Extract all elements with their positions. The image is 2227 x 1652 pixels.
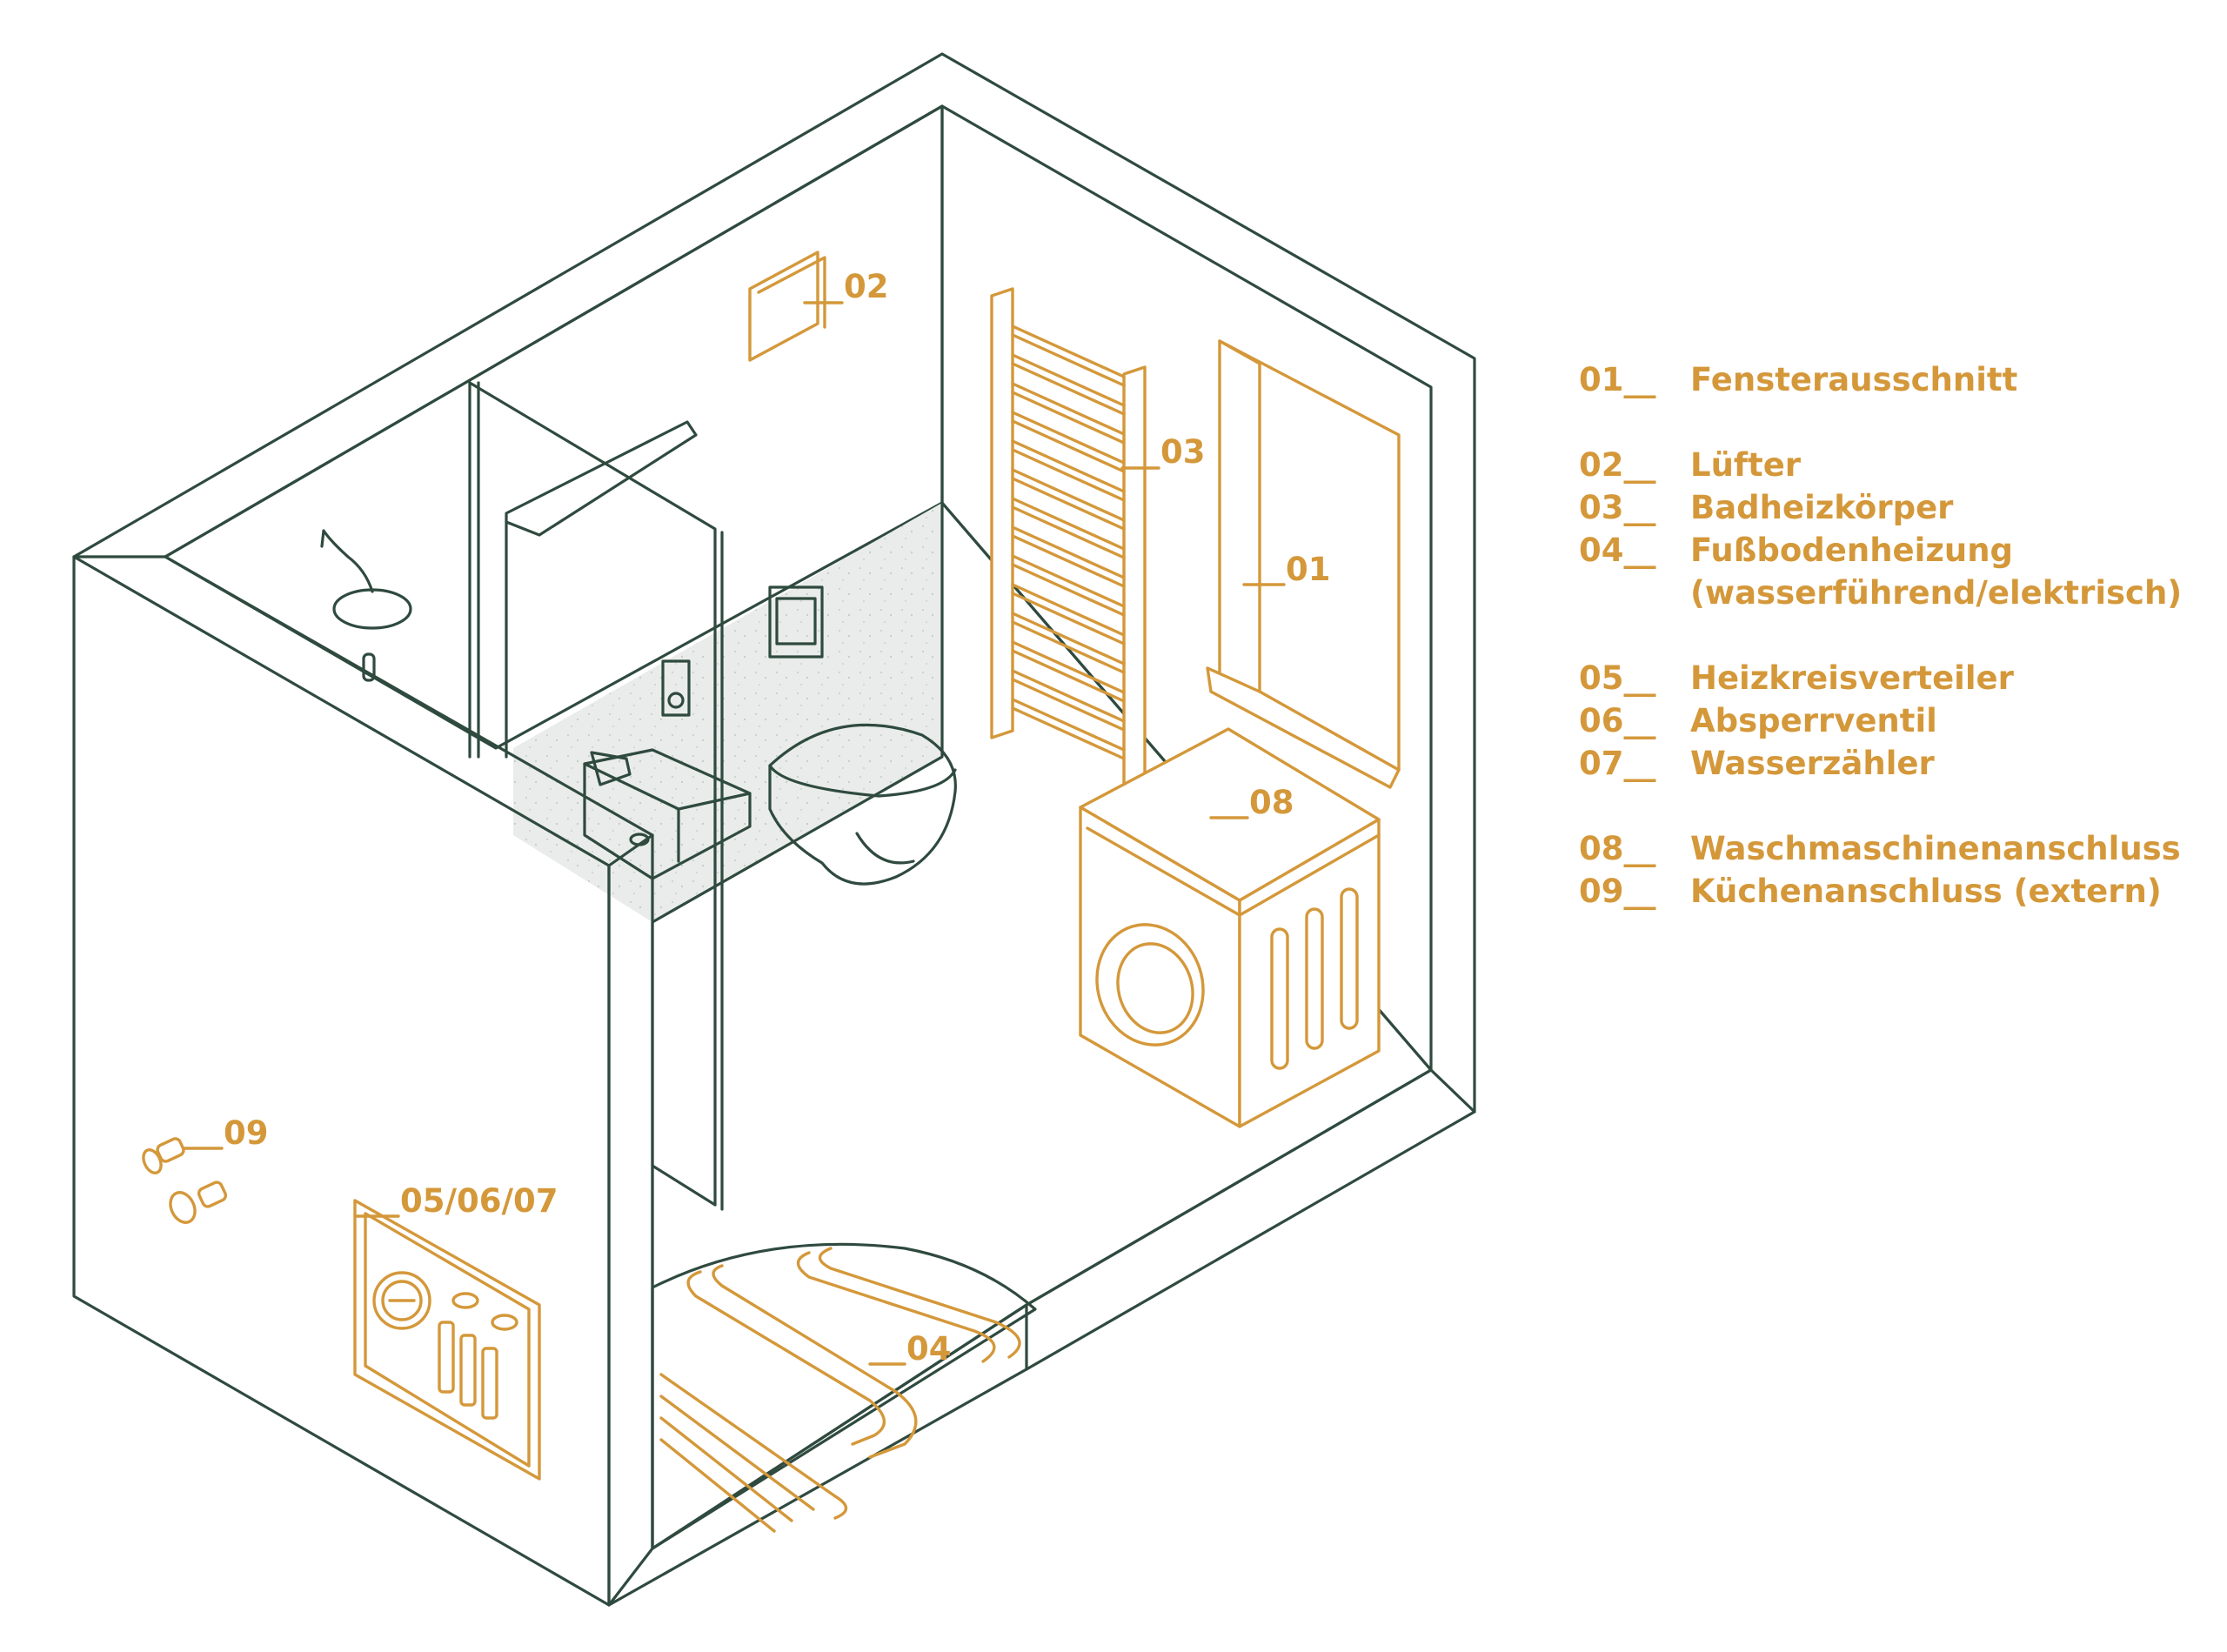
- callout-04: 04: [906, 1330, 952, 1368]
- radiator-rail: [1011, 362, 1126, 416]
- radiator-rail: [1011, 439, 1126, 493]
- callout-05-06-07: 05/06/07: [400, 1182, 558, 1220]
- legend-item-04: 04__ Fußbodenheizung: [1579, 529, 2205, 572]
- shower-area: [320, 381, 824, 1211]
- legend-text: Lüfter: [1690, 446, 1802, 484]
- legend-text: Badheizkörper: [1690, 489, 1954, 526]
- legend-num: 06__: [1579, 702, 1656, 739]
- wall-toilet: [768, 723, 957, 886]
- flush-plate-icon: [768, 585, 824, 659]
- distribution-box: [353, 1199, 541, 1481]
- callout-08: 08: [1249, 784, 1294, 821]
- sink: [583, 748, 752, 880]
- radiator-rail: [1011, 620, 1126, 674]
- radiator-rail: [1011, 563, 1126, 617]
- legend-item-06: 06__ Absperrventil: [1579, 699, 2205, 742]
- shower-valve-icon: [362, 652, 376, 682]
- legend-num: [1579, 572, 1690, 614]
- radiator-rail: [1011, 333, 1126, 387]
- legend-item-01: 01__ Fensterausschnitt: [1579, 358, 2205, 401]
- legend-text: Wasserzähler: [1690, 745, 1935, 782]
- legend-item-05: 05__ Heizkreisverteiler: [1579, 657, 2205, 699]
- tile-wall: [513, 503, 942, 922]
- radiator-rail: [1011, 678, 1126, 732]
- legend-text: Heizkreisverteiler: [1690, 659, 2014, 697]
- radiator-rail: [1011, 698, 1126, 752]
- washing-machine: [1079, 727, 1381, 1128]
- radiator-rail: [1011, 554, 1126, 608]
- radiator-rail: [1011, 612, 1126, 665]
- legend-text: Absperrventil: [1690, 702, 1937, 739]
- kitchen-connection: [142, 1137, 228, 1224]
- radiator-rail: [1011, 706, 1126, 760]
- legend-num: 07__: [1579, 745, 1656, 782]
- legend-num: 08__: [1579, 830, 1656, 867]
- legend-item-04-sub: (wasserführend/elektrisch): [1579, 572, 2205, 614]
- radiator-rail: [1011, 419, 1126, 473]
- floor-heating: [651, 1242, 1037, 1550]
- callout-09: 09: [224, 1114, 269, 1152]
- radiator-rail: [1011, 353, 1126, 407]
- radiator-rail: [1011, 382, 1126, 436]
- radiator-rail: [1011, 592, 1126, 645]
- legend-num: 09__: [1579, 873, 1656, 910]
- legend-item-09: 09__ Küchenanschluss (extern): [1579, 870, 2205, 913]
- legend-item-02: 02__ Lüfter: [1579, 444, 2205, 486]
- legend-text: Waschmaschinenanschluss: [1690, 830, 2181, 867]
- legend-text: Küchenanschluss (extern): [1690, 873, 2162, 910]
- legend-text: (wasserführend/elektrisch): [1690, 574, 2183, 612]
- front-wall-edge: [607, 833, 654, 1607]
- legend-num: 04__: [1579, 532, 1656, 569]
- legend-item-03: 03__ Badheizkörper: [1579, 486, 2205, 529]
- legend-item-08: 08__ Waschmaschinenanschluss: [1579, 827, 2205, 870]
- callout-03: 03: [1160, 433, 1206, 471]
- radiator-rail: [1011, 525, 1126, 579]
- radiator-rail: [1011, 468, 1126, 522]
- legend: 01__ Fensterausschnitt 02__ Lüfter 03__ …: [1579, 358, 2205, 913]
- radiator-rail: [1011, 497, 1126, 551]
- radiator-rail: [1011, 640, 1126, 694]
- callout-02: 02: [844, 268, 889, 305]
- radiator-rail: [1011, 669, 1126, 723]
- legend-num: 02__: [1579, 446, 1656, 484]
- callout-01: 01: [1286, 551, 1331, 588]
- fan-vent: [748, 251, 844, 362]
- legend-num: 03__: [1579, 489, 1656, 526]
- legend-text: Fußbodenheizung: [1690, 532, 2014, 569]
- towel-radiator: [990, 287, 1160, 802]
- faucet-icon: [590, 751, 632, 786]
- radiator-rail: [1011, 534, 1126, 588]
- radiator-rail: [1011, 505, 1126, 559]
- radiator-rail: [1011, 411, 1126, 465]
- radiator-rail: [1011, 448, 1126, 502]
- radiator-rail: [1011, 583, 1126, 637]
- radiator-rail: [1011, 649, 1126, 703]
- legend-item-07: 07__ Wasserzähler: [1579, 742, 2205, 785]
- legend-num: 01__: [1579, 361, 1656, 398]
- window-cutout: [1206, 339, 1401, 789]
- legend-num: 05__: [1579, 659, 1656, 697]
- radiator-rail: [1011, 477, 1126, 531]
- shower-head-icon: [320, 529, 374, 593]
- radiator-rail: [1011, 391, 1126, 445]
- legend-text: Fensterausschnitt: [1690, 361, 2018, 398]
- radiator-rail: [1011, 324, 1126, 378]
